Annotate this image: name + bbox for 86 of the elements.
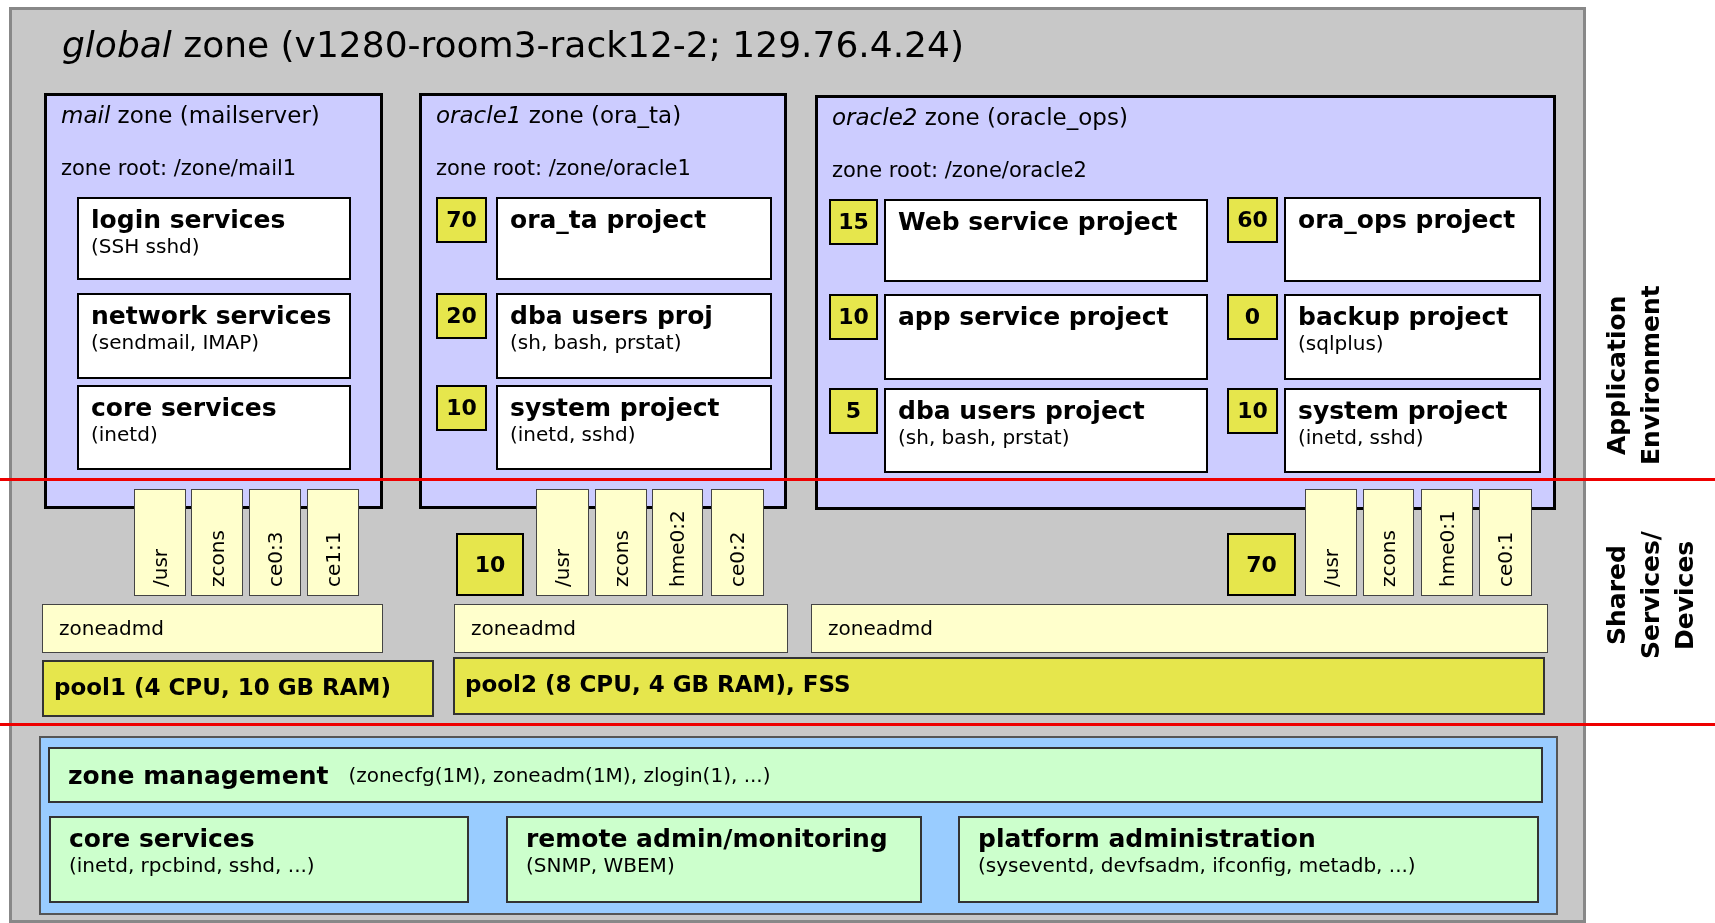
service-box bbox=[958, 816, 1539, 903]
service-box bbox=[506, 816, 922, 903]
project-box bbox=[496, 385, 772, 470]
project-detail: (sh, bash, prstat) bbox=[898, 425, 1071, 449]
zone-box bbox=[815, 95, 1556, 510]
zone-title: oracle1 zone (ora_ta) bbox=[436, 102, 682, 128]
pool-bar: pool1 (4 CPU, 10 GB RAM) bbox=[42, 660, 434, 717]
device-tab: zcons bbox=[1363, 489, 1414, 596]
service-box bbox=[49, 816, 469, 903]
project-box bbox=[1284, 197, 1541, 282]
project-name: dba users proj bbox=[510, 301, 714, 330]
global-zone-panel bbox=[9, 7, 1586, 923]
share-badge: 5 bbox=[829, 388, 878, 434]
share-badge: 70 bbox=[436, 197, 487, 243]
project-box bbox=[77, 293, 351, 379]
zone-root-path: zone root: /zone/oracle2 bbox=[832, 158, 1087, 182]
service-detail: (inetd, rpcbind, sshd, ...) bbox=[69, 853, 316, 877]
zone-title: mail zone (mailserver) bbox=[61, 102, 320, 128]
project-box bbox=[1284, 294, 1541, 380]
project-name: dba users project bbox=[898, 396, 1146, 425]
project-box bbox=[884, 294, 1208, 380]
project-name: backup project bbox=[1298, 302, 1510, 331]
service-name: remote admin/monitoring bbox=[526, 824, 889, 853]
device-tab: hme0:2 bbox=[652, 489, 703, 596]
project-name: system project bbox=[510, 393, 721, 422]
device-tab: ce0:3 bbox=[249, 489, 301, 596]
service-detail: (syseventd, devfsadm, ifconfig, metadb, ...) bbox=[978, 853, 1417, 877]
project-name: system project bbox=[1298, 396, 1509, 425]
project-box bbox=[496, 197, 772, 280]
share-badge: 10 bbox=[829, 294, 878, 340]
service-name: zone management bbox=[68, 760, 329, 790]
project-box bbox=[77, 385, 351, 470]
project-name: ora_ops project bbox=[1298, 205, 1517, 234]
zone-title: oracle2 zone (oracle_ops) bbox=[832, 104, 1128, 130]
management-panel bbox=[39, 736, 1558, 915]
section-label: Application Environment bbox=[1601, 284, 1666, 467]
project-name: Web service project bbox=[898, 207, 1179, 236]
service-box bbox=[48, 747, 1543, 803]
device-tab: zcons bbox=[191, 489, 243, 596]
service-name: platform administration bbox=[978, 824, 1317, 853]
section-label: Shared Services/ Devices bbox=[1601, 530, 1700, 661]
project-detail: (inetd, sshd) bbox=[1298, 425, 1425, 449]
device-tab: zcons bbox=[595, 489, 647, 596]
project-box bbox=[884, 199, 1208, 282]
project-detail: (inetd) bbox=[91, 422, 159, 446]
project-name: login services bbox=[91, 205, 287, 234]
project-detail: (sh, bash, prstat) bbox=[510, 330, 683, 354]
pool-bar: pool2 (8 CPU, 4 GB RAM), FSS bbox=[453, 657, 1545, 715]
project-detail: (inetd, sshd) bbox=[510, 422, 637, 446]
device-tab: ce1:1 bbox=[307, 489, 359, 596]
zone-root-path: zone root: /zone/oracle1 bbox=[436, 156, 691, 180]
share-badge: 70 bbox=[1227, 533, 1296, 596]
zone-root-path: zone root: /zone/mail1 bbox=[61, 156, 297, 180]
share-badge: 0 bbox=[1227, 294, 1278, 340]
project-box bbox=[1284, 388, 1541, 473]
device-tab: ce0:1 bbox=[1479, 489, 1532, 596]
share-badge: 15 bbox=[829, 199, 878, 245]
project-name: core services bbox=[91, 393, 278, 422]
device-tab: /usr bbox=[1305, 489, 1357, 596]
share-badge: 20 bbox=[436, 293, 487, 339]
service-name: core services bbox=[69, 824, 256, 853]
project-name: ora_ta project bbox=[510, 205, 708, 234]
share-badge: 10 bbox=[456, 533, 524, 596]
device-tab: ce0:2 bbox=[711, 489, 764, 596]
zone-box bbox=[419, 93, 787, 509]
daemon-bar: zoneadmd bbox=[454, 604, 788, 653]
project-box bbox=[496, 293, 772, 379]
project-box bbox=[884, 388, 1208, 473]
project-box bbox=[77, 197, 351, 280]
device-tab: /usr bbox=[536, 489, 589, 596]
project-detail: (sendmail, IMAP) bbox=[91, 330, 261, 354]
zone-title: global zone (v1280-room3-rack12-2; 129.76.4.24) bbox=[62, 24, 964, 65]
device-tab: hme0:1 bbox=[1421, 489, 1473, 596]
service-detail: (SNMP, WBEM) bbox=[526, 853, 676, 877]
share-badge: 10 bbox=[1227, 388, 1278, 434]
project-name: app service project bbox=[898, 302, 1170, 331]
share-badge: 60 bbox=[1227, 197, 1278, 243]
project-detail: (SSH sshd) bbox=[91, 234, 201, 258]
device-tab: /usr bbox=[134, 489, 186, 596]
daemon-bar: zoneadmd bbox=[42, 604, 383, 653]
project-detail: (sqlplus) bbox=[1298, 331, 1385, 355]
share-badge: 10 bbox=[436, 385, 487, 431]
zone-box bbox=[44, 93, 383, 509]
service-detail: (zonecfg(1M), zoneadm(1M), zlogin(1), ...) bbox=[348, 763, 771, 787]
daemon-bar: zoneadmd bbox=[811, 604, 1548, 653]
project-name: network services bbox=[91, 301, 333, 330]
